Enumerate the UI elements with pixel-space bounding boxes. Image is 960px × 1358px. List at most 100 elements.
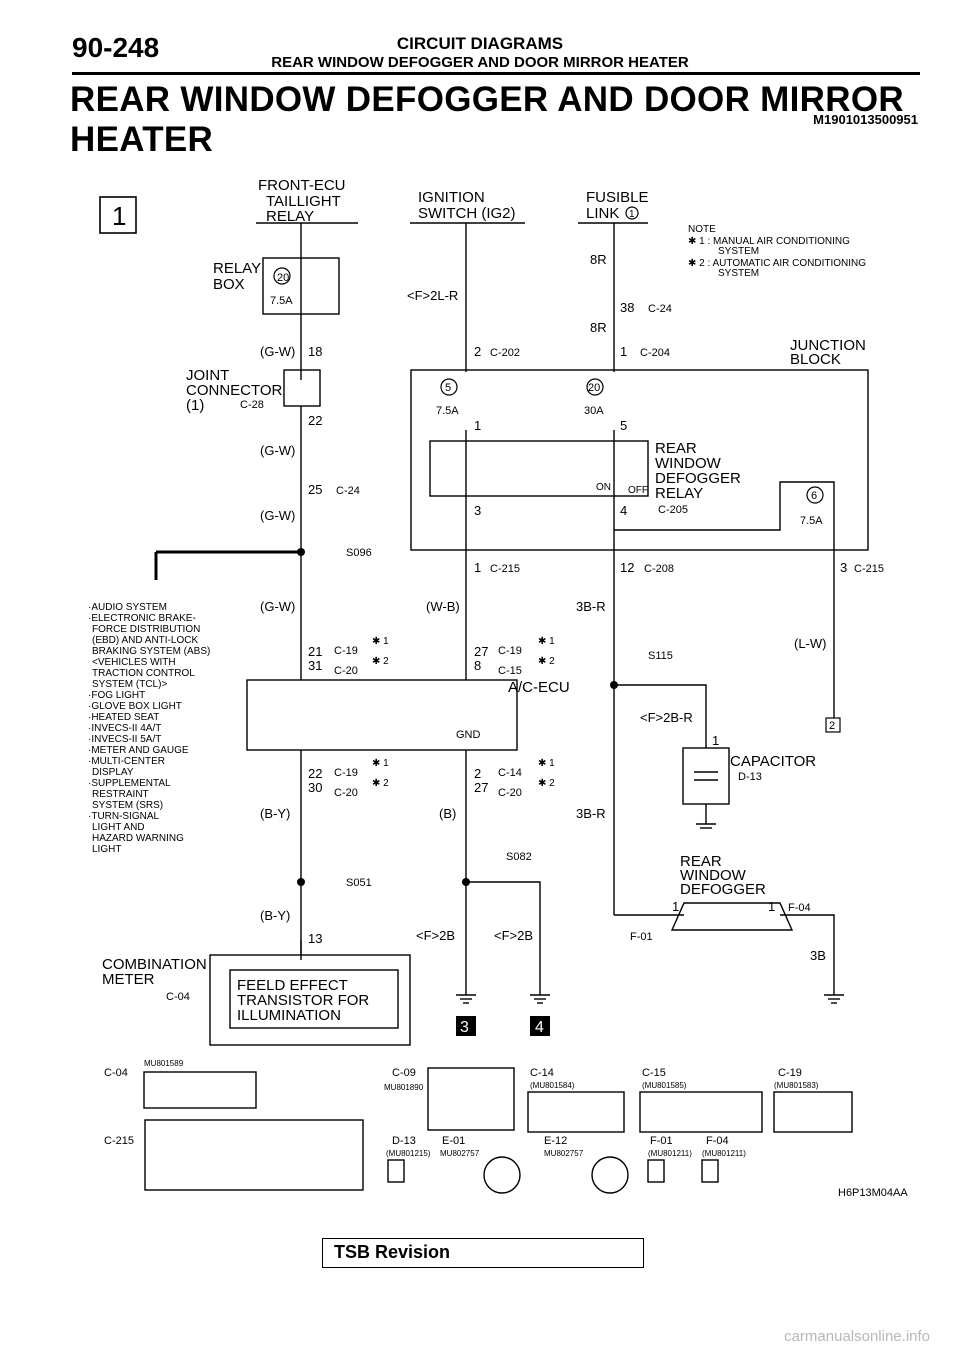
taillight-label: TAILLIGHT: [266, 193, 341, 210]
joint-label: JOINT: [186, 367, 229, 384]
ignition-switch-label: SWITCH (IG2): [418, 205, 516, 222]
fusible-number: 1: [629, 209, 635, 220]
conn-e01-face: E-01: [442, 1135, 465, 1147]
conn-c215: C-215: [490, 563, 520, 575]
junction-block-label: BLOCK: [790, 351, 841, 368]
conn-c15: C-15: [498, 665, 522, 677]
relay-on-label: ON: [596, 482, 611, 493]
conn-f01-face: F-01: [650, 1135, 673, 1147]
pin-c215-1: 1: [474, 560, 481, 575]
systems-list-item: LIGHT AND: [92, 822, 145, 833]
conn-c215-face: C-215: [104, 1135, 134, 1147]
systems-list-item: RESTRAINT: [92, 789, 149, 800]
part-number-c14: (MU801584): [530, 1081, 575, 1090]
part-number-c15: (MU801585): [642, 1081, 687, 1090]
systems-list-item: ·SUPPLEMENTAL: [88, 778, 171, 789]
splice-s082: S082: [506, 851, 532, 863]
systems-list-item: ·INVECS-II 5A/T: [88, 734, 161, 745]
pin-27: 27: [474, 644, 488, 659]
page-marker-4: 4: [535, 1019, 544, 1036]
star-1-d: ✱ 1: [538, 758, 555, 769]
section-subtitle: REAR WINDOW DEFOGGER AND DOOR MIRROR HEA…: [271, 54, 689, 71]
systems-list: ·AUDIO SYSTEM ·ELECTRONIC BRAKE- FORCE D…: [88, 602, 210, 855]
section-category: CIRCUIT DIAGRAMS: [396, 34, 564, 53]
conn-d13-face: D-13: [392, 1135, 416, 1147]
wire-b: (B): [439, 806, 456, 821]
pin-def-1b: 1: [768, 899, 775, 914]
star-1-a: ✱ 1: [372, 636, 389, 647]
part-number-e12: MU802757: [544, 1149, 584, 1158]
pin-relay-1: 1: [474, 418, 481, 433]
wire-3b-r-1: 3B-R: [576, 599, 606, 614]
diagram-code: H6P13M04AA: [838, 1187, 908, 1199]
defogger-relay-label-1: REAR: [655, 440, 697, 457]
systems-list-item: ·METER AND GAUGE: [88, 745, 189, 756]
fusible-link-label: LINK: [586, 205, 619, 222]
conn-c28: C-28: [240, 399, 264, 411]
pin-22b: 22: [308, 766, 322, 781]
conn-d13: D-13: [738, 771, 762, 783]
systems-list-item: ·ELECTRONIC BRAKE-: [88, 613, 196, 624]
joint-number: (1): [186, 397, 204, 414]
relay-off-label: OFF: [628, 485, 648, 496]
wire-3b: 3B: [810, 948, 826, 963]
rear-defogger-label-2: WINDOW: [680, 867, 747, 884]
pin-21: 21: [308, 644, 322, 659]
wire-l-w: (L-W): [794, 636, 827, 651]
fuse-5-rating: 7.5A: [436, 405, 459, 417]
relay-box-label-2: BOX: [213, 276, 245, 293]
wire-g-w-2: (G-W): [260, 443, 295, 458]
star-2-d: ✱ 2: [538, 778, 555, 789]
pin-22: 22: [308, 413, 322, 428]
wire-f2b-2: <F>2B: [494, 928, 533, 943]
meter-label: METER: [102, 971, 155, 988]
page-marker-2: 2: [829, 720, 835, 732]
pin-25: 25: [308, 482, 322, 497]
fuse-20-rating: 7.5A: [270, 295, 293, 307]
pin-30: 30: [308, 780, 322, 795]
conn-f01: F-01: [630, 931, 653, 943]
fuse-5-number: 5: [445, 382, 451, 394]
wire-b-y-2: (B-Y): [260, 908, 290, 923]
star-1-c: ✱ 1: [372, 758, 389, 769]
conn-c19: C-19: [334, 645, 358, 657]
fusible-label: FUSIBLE: [586, 189, 649, 206]
ac-ecu-label: A/C-ECU: [508, 679, 570, 696]
pin-2: 2: [474, 344, 481, 359]
conn-f04-face: F-04: [706, 1135, 729, 1147]
pin-5: 5: [620, 418, 627, 433]
systems-list-item: SYSTEM (TCL)>: [92, 679, 167, 690]
note-1: ✱ 1 : MANUAL AIR CONDITIONING: [688, 236, 850, 247]
wire-g-w-3: (G-W): [260, 508, 295, 523]
page-title: REAR WINDOW DEFOGGER AND DOOR MIRROR HEA…: [70, 80, 904, 159]
note-1-cont: SYSTEM: [718, 246, 759, 257]
wire-g-w-1: (G-W): [260, 344, 295, 359]
note-title: NOTE: [688, 224, 716, 235]
conn-c19c: C-19: [334, 767, 358, 779]
conn-e12-face: E-12: [544, 1135, 567, 1147]
wire-b-y-1: (B-Y): [260, 806, 290, 821]
part-number-d13: (MU801215): [386, 1149, 431, 1158]
note-2-cont: SYSTEM: [718, 268, 759, 279]
conn-c208: C-208: [644, 563, 674, 575]
document-code: M1901013500951: [813, 112, 918, 127]
pin-27b: 27: [474, 780, 488, 795]
pin-13: 13: [308, 931, 322, 946]
part-number-e01: MU802757: [440, 1149, 480, 1158]
conn-c14: C-14: [498, 767, 522, 779]
conn-c20: C-20: [334, 665, 358, 677]
connector-label: CONNECTOR: [186, 382, 283, 399]
pin-cap-1: 1: [712, 733, 719, 748]
pin-12: 12: [620, 560, 634, 575]
pin-18: 18: [308, 344, 322, 359]
conn-c04-face: C-04: [104, 1067, 128, 1079]
splice-s051: S051: [346, 877, 372, 889]
pin-def-1a: 1: [672, 899, 679, 914]
systems-list-item: ·AUDIO SYSTEM: [88, 602, 167, 613]
systems-list-item: ·MULTI-CENTER: [88, 756, 165, 767]
wire-f2l-r: <F>2L-R: [407, 288, 458, 303]
systems-list-item: ·GLOVE BOX LIGHT: [88, 701, 182, 712]
conn-f04: F-04: [788, 902, 811, 914]
pin-8: 8: [474, 658, 481, 673]
rear-defogger-label-1: REAR: [680, 853, 722, 870]
